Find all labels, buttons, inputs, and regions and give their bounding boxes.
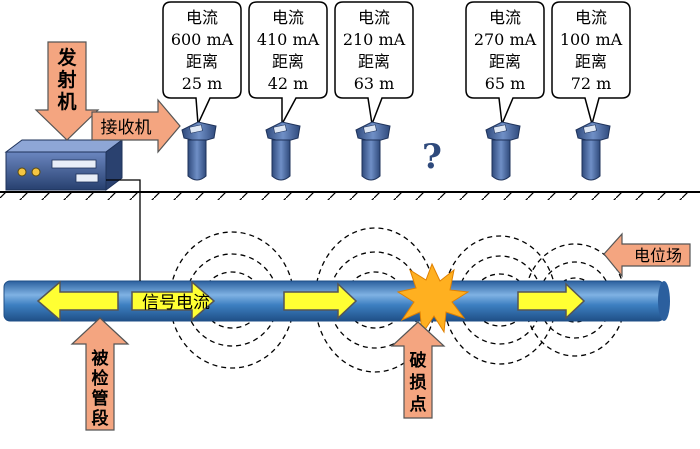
receiver-device-icon: [485, 121, 521, 181]
reading-distance-label: 距离: [489, 52, 521, 71]
pipe-section-label-3: 管: [92, 388, 109, 409]
reading-distance: 72 m: [571, 74, 612, 93]
pipe-section-label-1: 被: [92, 348, 109, 369]
receiver-device-icon: [575, 121, 611, 181]
reading-current: 210 mA: [343, 30, 406, 49]
pipe-section-label-4: 段: [92, 408, 109, 429]
reading-distance-label: 距离: [186, 52, 218, 71]
reading-distance: 65 m: [485, 74, 526, 93]
transmitter-device: [4, 139, 124, 191]
reading-distance-label: 距离: [358, 52, 390, 71]
electric-field-arrow-icon: [603, 232, 691, 278]
reading-callout: 电流 100 mA 距离 72 m: [551, 1, 631, 127]
reading-current: 270 mA: [474, 30, 537, 49]
reading-current-label: 电流: [358, 8, 390, 27]
damage-point-label-3: 点: [410, 394, 427, 415]
signal-arrow-left-icon: [36, 280, 119, 322]
damage-point-arrow-icon: [390, 321, 446, 419]
callouts: 电流 600 mA 距离 25 m 电流 410 mA 距离 42 m 电流 210 mA 距离 63…: [162, 1, 631, 181]
reading-current-label: 电流: [489, 8, 521, 27]
transmitter-label-2: 射: [56, 68, 76, 91]
transmitter-arrow-icon: [34, 41, 100, 141]
question-mark: ?: [422, 137, 442, 177]
burst-icon: [396, 262, 470, 336]
reading-current-label: 电流: [575, 8, 607, 27]
receiver-device-icon: [355, 121, 391, 181]
reading-current-label: 电流: [272, 8, 304, 27]
signal-arrow-right-icon: [131, 280, 216, 322]
transmitter-label-1: 发: [56, 46, 77, 69]
damage-point-label-1: 破: [410, 350, 427, 371]
reading-callout: 电流 600 mA 距离 25 m: [162, 1, 242, 127]
reading-distance: 25 m: [182, 74, 223, 93]
pipe-section-arrow-icon: [70, 317, 130, 431]
reading-callout: 电流 210 mA 距离 63 m: [334, 1, 414, 127]
reading-distance-label: 距离: [272, 52, 304, 71]
receiver-device-icon: [265, 121, 301, 181]
electric-field-label: 电位场: [634, 246, 682, 265]
reading-distance: 63 m: [354, 74, 395, 93]
cable: [106, 179, 141, 281]
signal-current-label: 信号电流: [142, 293, 210, 313]
receiver-label: 接收机: [101, 118, 152, 138]
reading-distance-label: 距离: [575, 52, 607, 71]
reading-current-label: 电流: [186, 8, 218, 27]
signal-arrows: [36, 280, 586, 322]
reading-distance: 42 m: [268, 74, 309, 93]
signal-arrow-icon: [517, 282, 586, 320]
reading-callout: 电流 410 mA 距离 42 m: [248, 1, 328, 125]
receiver-device-icon: [181, 121, 217, 181]
signal-arrow-icon: [283, 282, 358, 320]
reading-callout: 电流 270 mA 距离 65 m: [465, 1, 545, 127]
transmitter-label-3: 机: [57, 91, 76, 113]
pipe-section-label-2: 检: [92, 368, 109, 389]
reading-current: 100 mA: [560, 30, 623, 49]
damage-point-label-2: 损: [410, 372, 427, 393]
reading-current: 600 mA: [171, 30, 234, 49]
ground: [0, 191, 700, 222]
receiver-arrow-icon: [91, 98, 181, 154]
reading-current: 410 mA: [257, 30, 320, 49]
